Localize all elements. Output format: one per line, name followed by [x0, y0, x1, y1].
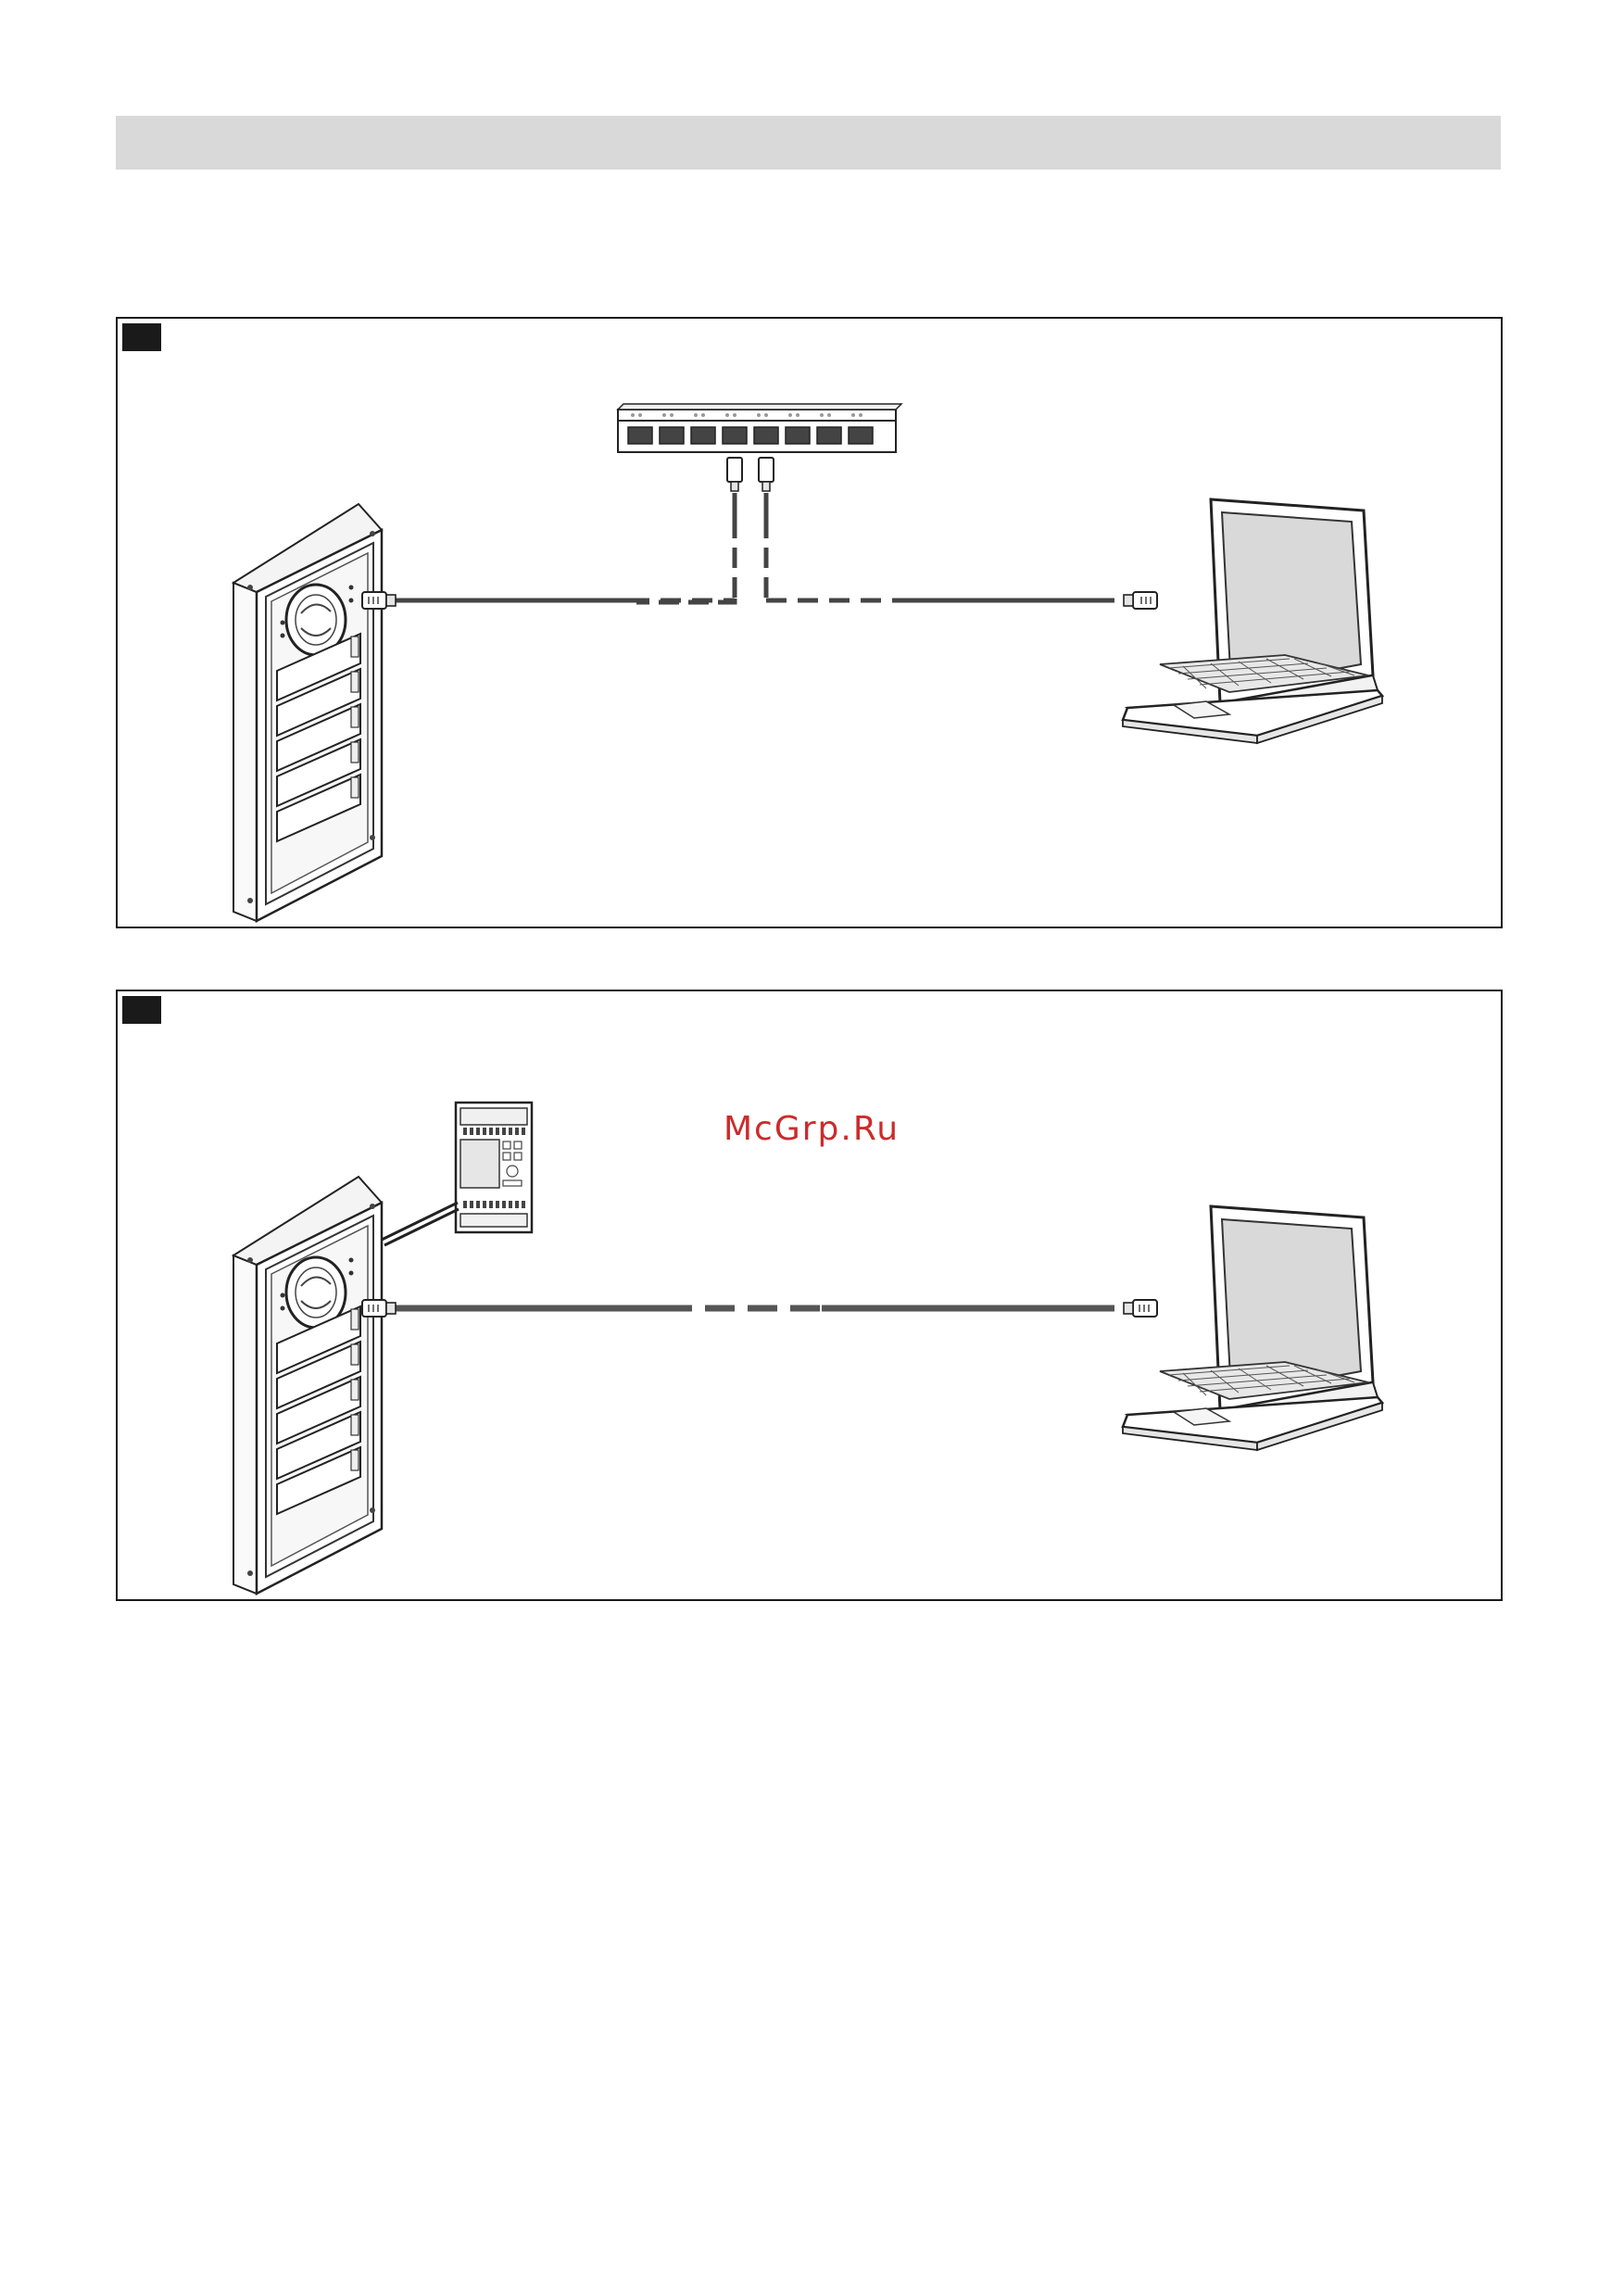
rj45-connector-icon	[362, 592, 396, 609]
bus-wire	[382, 1203, 459, 1245]
laptop-icon	[1123, 499, 1382, 743]
ethernet-cable	[396, 493, 1114, 602]
figure-network-switch	[116, 317, 1503, 928]
rj45-connector-icon	[362, 1300, 396, 1317]
figure-direct-connection	[116, 990, 1503, 1601]
network-switch-icon	[618, 404, 901, 452]
watermark-text: McGrp.Ru	[724, 1110, 900, 1148]
rj45-connector-icon	[1124, 1300, 1157, 1317]
door-station-icon	[233, 1177, 382, 1594]
rj45-connector-icon	[727, 458, 774, 491]
rj45-connector-icon	[1124, 592, 1157, 609]
header-bar	[116, 116, 1501, 170]
door-station-icon	[233, 504, 382, 921]
power-supply-module-icon	[456, 1103, 532, 1232]
laptop-icon	[1123, 1206, 1382, 1450]
